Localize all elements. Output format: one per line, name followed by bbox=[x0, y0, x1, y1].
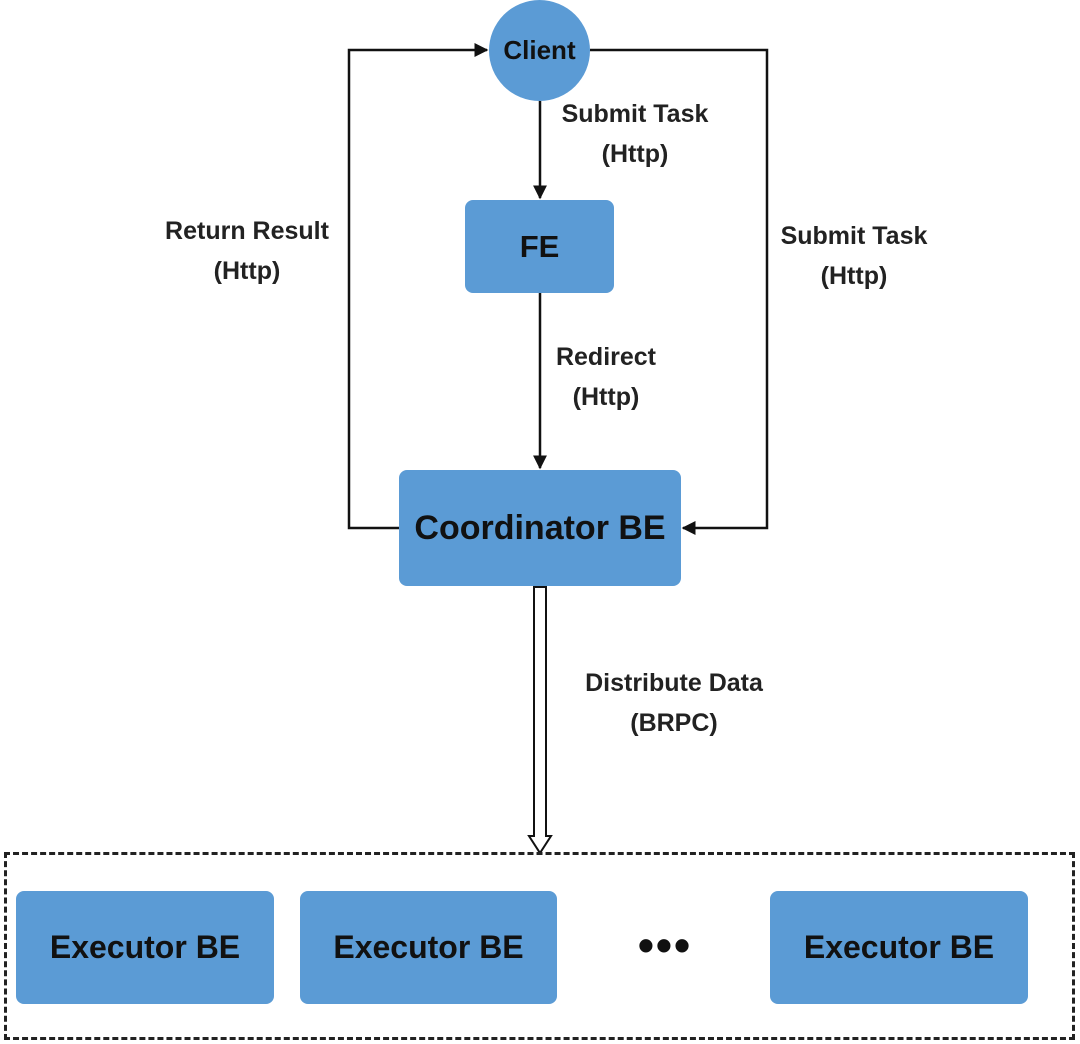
coordinator-be-node: Coordinator BE bbox=[399, 470, 681, 586]
executor-be-node: Executor BE bbox=[770, 891, 1028, 1004]
client-node: Client bbox=[489, 0, 590, 101]
edge-label-line: Distribute Data bbox=[585, 669, 763, 697]
edge-label-protocol: (Http) bbox=[572, 383, 640, 411]
executor-group-box bbox=[4, 852, 1075, 1040]
edge-coordinator-to-executors bbox=[527, 586, 553, 855]
fe-node: FE bbox=[465, 200, 614, 293]
submit-task-to-fe-label: Submit Task (Http) bbox=[550, 94, 720, 174]
return-result-label: Return Result (Http) bbox=[150, 211, 344, 291]
executor-be-node: Executor BE bbox=[16, 891, 274, 1004]
edge-label-line: Submit Task bbox=[780, 222, 928, 250]
redirect-label: Redirect (Http) bbox=[546, 337, 666, 417]
distribute-data-label: Distribute Data (BRPC) bbox=[568, 663, 780, 743]
executor-be-label: Executor BE bbox=[803, 929, 995, 965]
edge-label-protocol: (Http) bbox=[601, 140, 669, 168]
edge-coordinator-to-client bbox=[347, 43, 489, 530]
edge-label-line: Return Result bbox=[165, 217, 329, 245]
submit-task-to-coordinator-label: Submit Task (Http) bbox=[770, 216, 938, 296]
coordinator-be-label: Coordinator BE bbox=[414, 508, 666, 547]
fe-label: FE bbox=[519, 228, 560, 264]
edge-label-line: Submit Task bbox=[561, 100, 709, 128]
edge-label-protocol: (Http) bbox=[213, 257, 281, 285]
edge-client-to-coordinator bbox=[590, 48, 769, 535]
client-label: Client bbox=[503, 35, 576, 65]
executor-be-label: Executor BE bbox=[49, 929, 241, 965]
more-executors-ellipsis: ••• bbox=[637, 919, 693, 971]
edge-label-protocol: (BRPC) bbox=[630, 709, 718, 737]
edge-label-protocol: (Http) bbox=[820, 262, 888, 290]
executor-be-label: Executor BE bbox=[333, 929, 524, 965]
executor-be-node: Executor BE bbox=[300, 891, 557, 1004]
edge-label-line: Redirect bbox=[555, 343, 657, 371]
